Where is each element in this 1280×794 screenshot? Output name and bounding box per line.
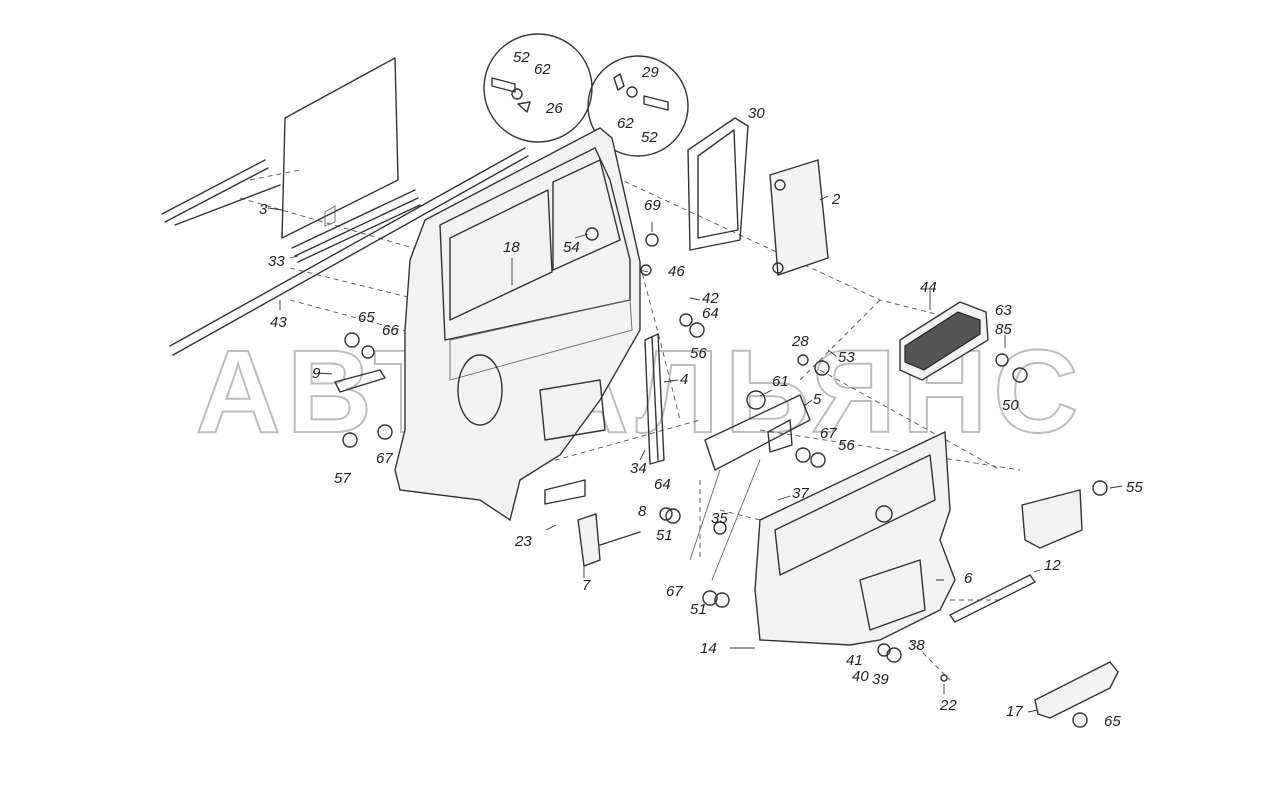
callout-42: 42 [702, 290, 719, 307]
callout-26: 26 [545, 100, 563, 117]
callout-35: 35 [711, 510, 728, 527]
callout-33: 33 [268, 253, 285, 270]
lock-mechanism [689, 394, 811, 581]
callout-23: 23 [514, 533, 532, 550]
callout-53: 53 [838, 349, 855, 366]
end-cover [1021, 489, 1083, 549]
detail-circle-left [483, 33, 593, 143]
callout-54: 54 [563, 239, 580, 256]
callout-66: 66 [382, 322, 399, 339]
callout-51: 51 [656, 527, 673, 544]
door-lamp [899, 301, 989, 381]
callout-30: 30 [748, 105, 765, 122]
callout-65: 65 [358, 309, 375, 326]
callout-43: 43 [270, 314, 287, 331]
door-frame [394, 127, 641, 522]
callout-6: 6 [964, 570, 973, 587]
quarter-glass [769, 159, 829, 276]
callout-17: 17 [1006, 703, 1023, 720]
callout-52: 52 [641, 129, 658, 146]
latch [577, 513, 641, 567]
armrest-handle [1034, 661, 1119, 719]
callout-65: 65 [1104, 713, 1121, 730]
window-seal [687, 117, 749, 251]
callout-67: 67 [820, 425, 837, 442]
callout-7: 7 [582, 577, 591, 594]
callout-8: 8 [638, 503, 647, 520]
seal-strips [161, 147, 529, 356]
callout-67: 67 [376, 450, 393, 467]
callout-12: 12 [1044, 557, 1061, 574]
callout-40: 40 [852, 668, 869, 685]
callout-41: 41 [846, 652, 863, 669]
callout-57: 57 [334, 470, 351, 487]
callout-56: 56 [838, 437, 855, 454]
callout-67: 67 [666, 583, 683, 600]
callout-64: 64 [654, 476, 671, 493]
callout-labels: 52 62 26 29 62 52 30 2 3 33 43 18 54 69 … [259, 49, 1143, 730]
callout-37: 37 [792, 485, 809, 502]
callout-52: 52 [513, 49, 530, 66]
fasteners [342, 227, 1108, 728]
callout-61: 61 [772, 373, 789, 390]
callout-85: 85 [995, 321, 1012, 338]
callout-14: 14 [700, 640, 717, 657]
callout-55: 55 [1126, 479, 1143, 496]
callout-4: 4 [680, 371, 688, 388]
callout-63: 63 [995, 302, 1012, 319]
rail-bracket [949, 574, 1036, 623]
callout-18: 18 [503, 239, 520, 256]
callout-56: 56 [690, 345, 707, 362]
callout-64: 64 [702, 305, 719, 322]
outer-handle [334, 369, 386, 393]
callout-38: 38 [908, 637, 925, 654]
callout-28: 28 [791, 333, 809, 350]
callout-46: 46 [668, 263, 685, 280]
callout-2: 2 [831, 191, 841, 208]
callout-62: 62 [534, 61, 551, 78]
detail-circle-right [587, 55, 689, 157]
leader-lines [267, 195, 1123, 713]
callout-3: 3 [259, 201, 268, 218]
callout-69: 69 [644, 197, 661, 214]
callout-50: 50 [1002, 397, 1019, 414]
callout-29: 29 [641, 64, 659, 81]
callout-62: 62 [617, 115, 634, 132]
callout-51: 51 [690, 601, 707, 618]
callout-22: 22 [939, 697, 957, 714]
window-channel [644, 333, 665, 465]
callout-44: 44 [920, 279, 937, 296]
trim-panel [754, 430, 956, 646]
callout-9: 9 [312, 365, 321, 382]
callout-39: 39 [872, 671, 889, 688]
callout-5: 5 [813, 391, 822, 408]
glass-pane [281, 57, 399, 239]
callout-34: 34 [630, 460, 647, 477]
